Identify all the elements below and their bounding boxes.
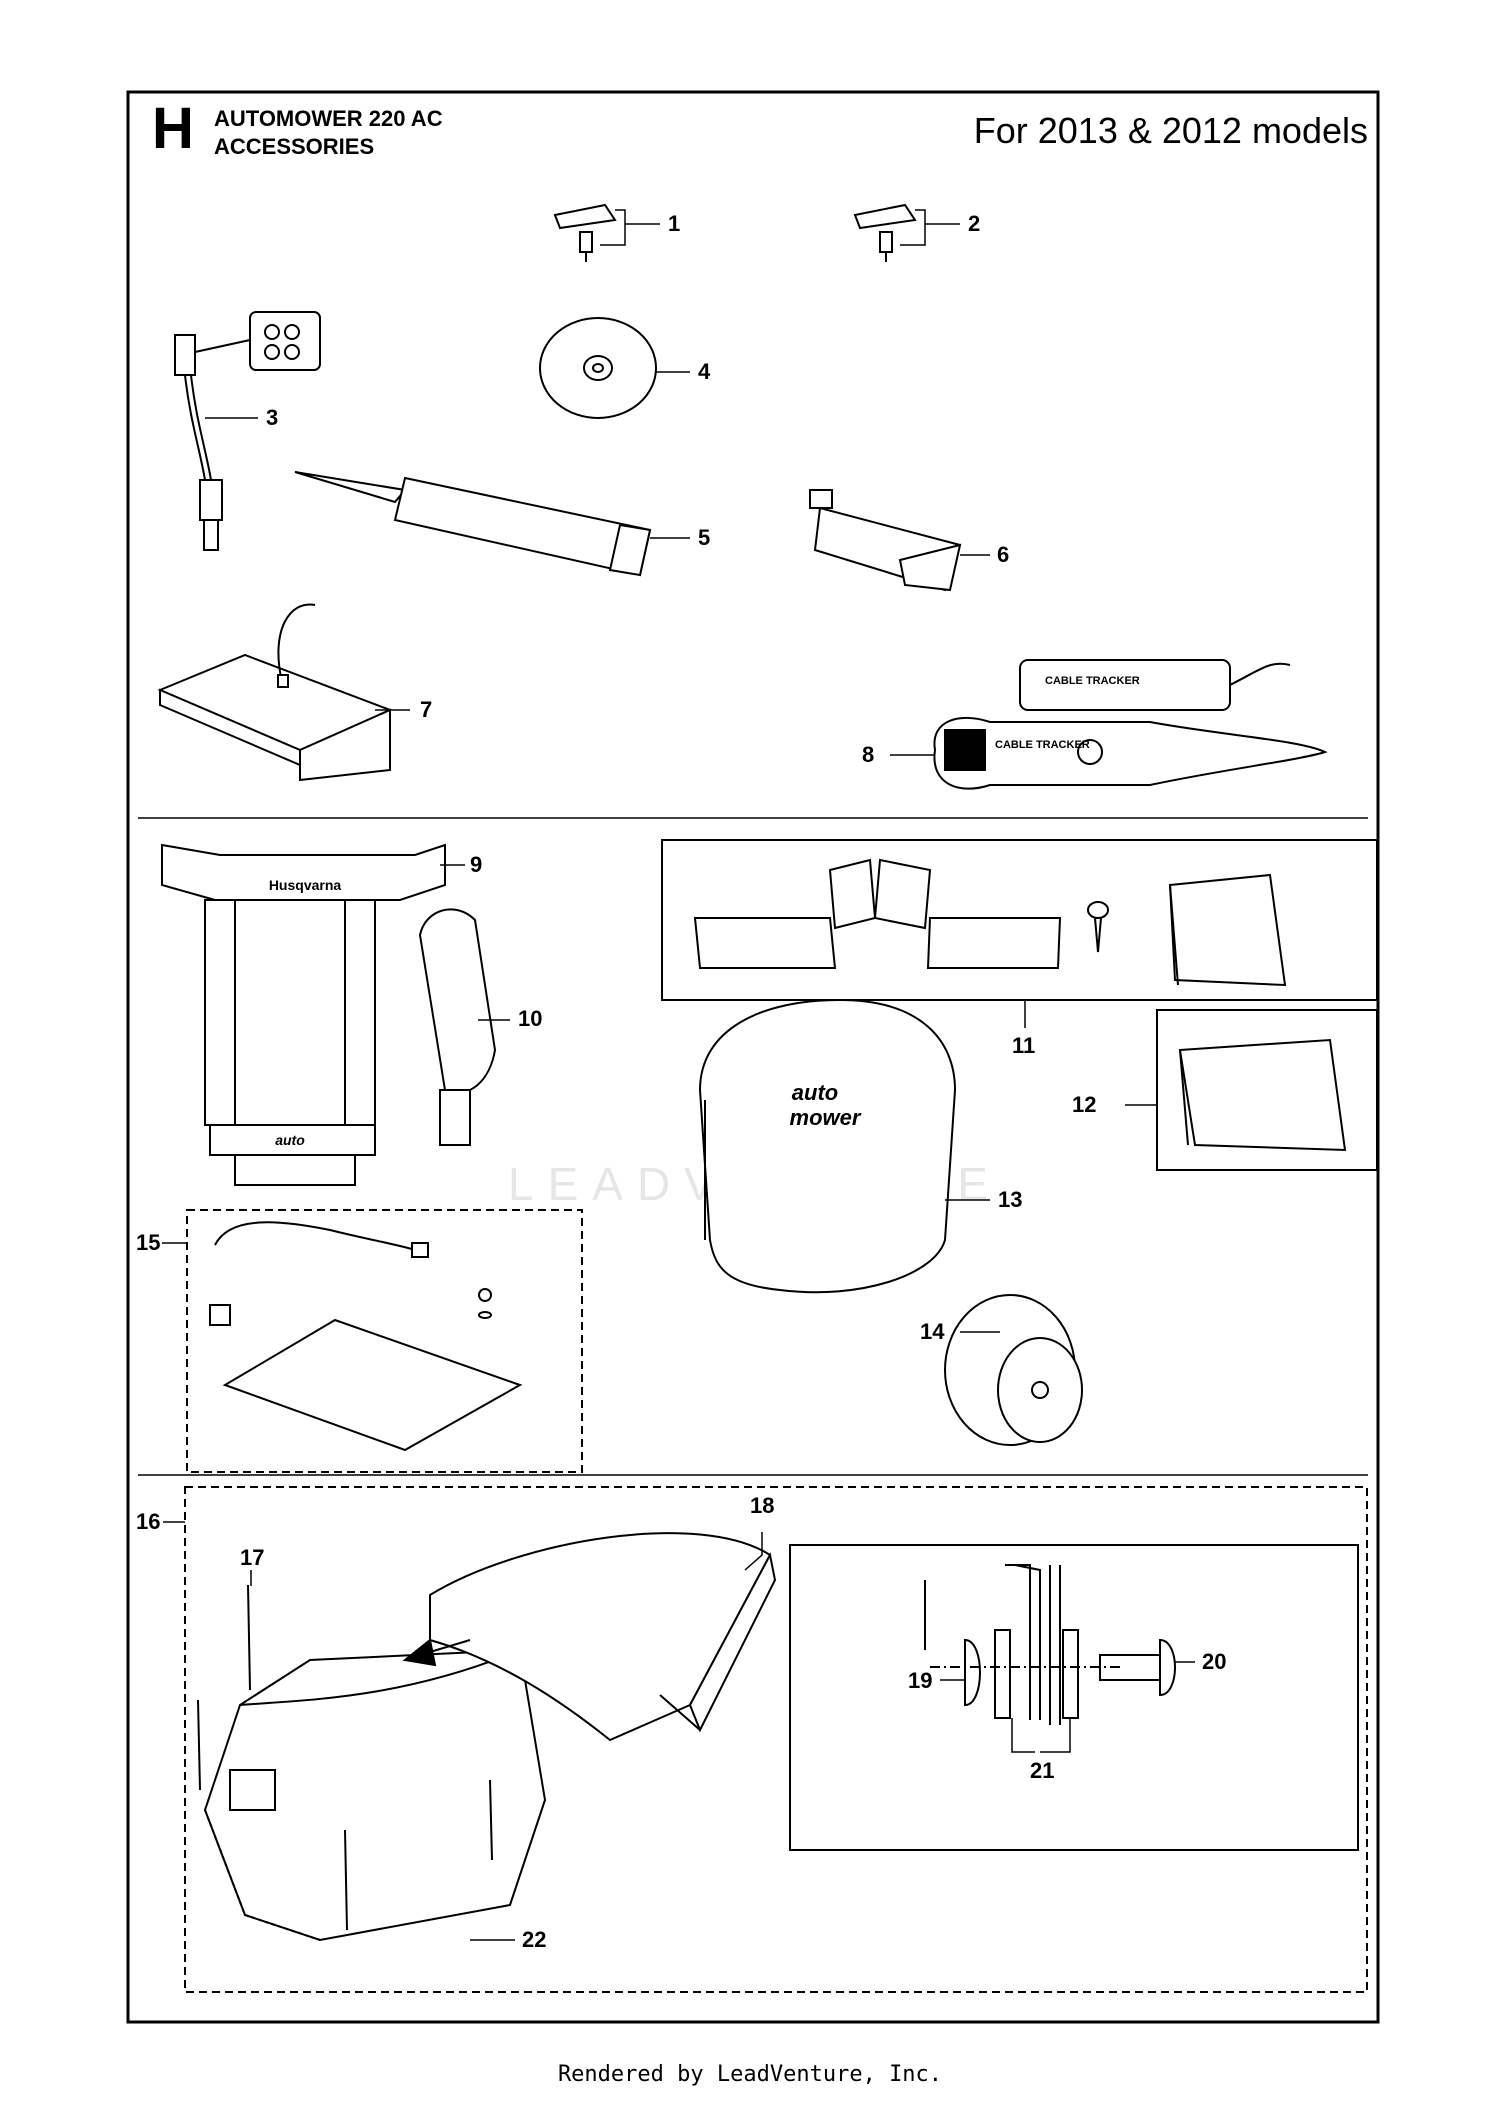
callout-6[interactable]: 6: [997, 542, 1010, 567]
cable-tracker-icon: CABLE TRACKER CABLE TRACKER: [933, 659, 1328, 790]
models-note: For 2013 & 2012 models: [973, 110, 1368, 151]
diagram-subtitle: ACCESSORIES: [214, 134, 375, 159]
bracket-kit-icon: [693, 858, 1287, 987]
frame-auto-label: auto: [275, 1132, 305, 1148]
callout-9[interactable]: 9: [470, 852, 483, 877]
callout-2[interactable]: 2: [968, 211, 981, 236]
cd-disc-icon: [539, 317, 657, 419]
cable-tracker-label-top: CABLE TRACKER: [1045, 675, 1140, 687]
callout-17[interactable]: 17: [240, 1545, 265, 1570]
usb-cable-icon: [174, 311, 321, 551]
mower-body-icon: [197, 1532, 777, 1942]
bracket-kit-box: [661, 839, 1378, 1001]
callout-22[interactable]: 22: [522, 1927, 547, 1952]
circuit-board-icon: [209, 1221, 523, 1452]
callout-12[interactable]: 12: [1072, 1092, 1097, 1117]
callout-5[interactable]: 5: [698, 525, 711, 550]
brush-box: [1156, 1009, 1378, 1171]
leader-lines: [162, 209, 1195, 1941]
callout-18[interactable]: 18: [750, 1493, 775, 1518]
bag-mower-label: mower: [790, 1105, 862, 1130]
callout-16[interactable]: 16: [136, 1509, 161, 1534]
callout-15[interactable]: 15: [136, 1230, 161, 1255]
fastener-detail-icon: [924, 1564, 1176, 1725]
frame-brand-label: Husqvarna: [269, 877, 342, 893]
grease-tube-icon: [809, 489, 962, 592]
callout-19[interactable]: 19: [908, 1668, 933, 1693]
detail-inset-box: [789, 1544, 1359, 1851]
callout-1[interactable]: 1: [668, 211, 681, 236]
garage-frame-icon: Husqvarna auto: [161, 843, 446, 1186]
callout-20[interactable]: 20: [1202, 1649, 1227, 1674]
callout-7[interactable]: 7: [420, 697, 433, 722]
handle-icon: [418, 908, 497, 1146]
callout-8[interactable]: 8: [862, 742, 875, 767]
body-kit-box: [184, 1486, 1368, 1993]
cable-tracker-label-bottom: CABLE TRACKER: [995, 739, 1090, 751]
callout-11[interactable]: 11: [1012, 1033, 1036, 1058]
callout-10[interactable]: 10: [518, 1006, 543, 1031]
circuit-board-box: [186, 1209, 583, 1473]
footer-credit: Rendered by LeadVenture, Inc.: [557, 2062, 943, 2087]
callout-13[interactable]: 13: [998, 1187, 1023, 1212]
sealant-tube-icon: [294, 471, 652, 577]
section-letter: H: [152, 96, 194, 161]
blade-kit-1-icon: [553, 203, 617, 262]
blade-kit-2-icon: [853, 203, 917, 262]
brush-icon: [1178, 1038, 1347, 1152]
diagram-title: AUTOMOWER 220 AC: [214, 106, 443, 131]
callout-3[interactable]: 3: [266, 405, 279, 430]
callout-21[interactable]: 21: [1030, 1758, 1055, 1783]
callout-4[interactable]: 4: [698, 359, 711, 384]
bag-auto-label: auto: [792, 1080, 838, 1105]
backpack-icon: auto mower: [698, 998, 957, 1294]
callout-14[interactable]: 14: [920, 1319, 945, 1344]
wheel-icon: [944, 1294, 1083, 1446]
charging-station-icon: [157, 603, 393, 782]
